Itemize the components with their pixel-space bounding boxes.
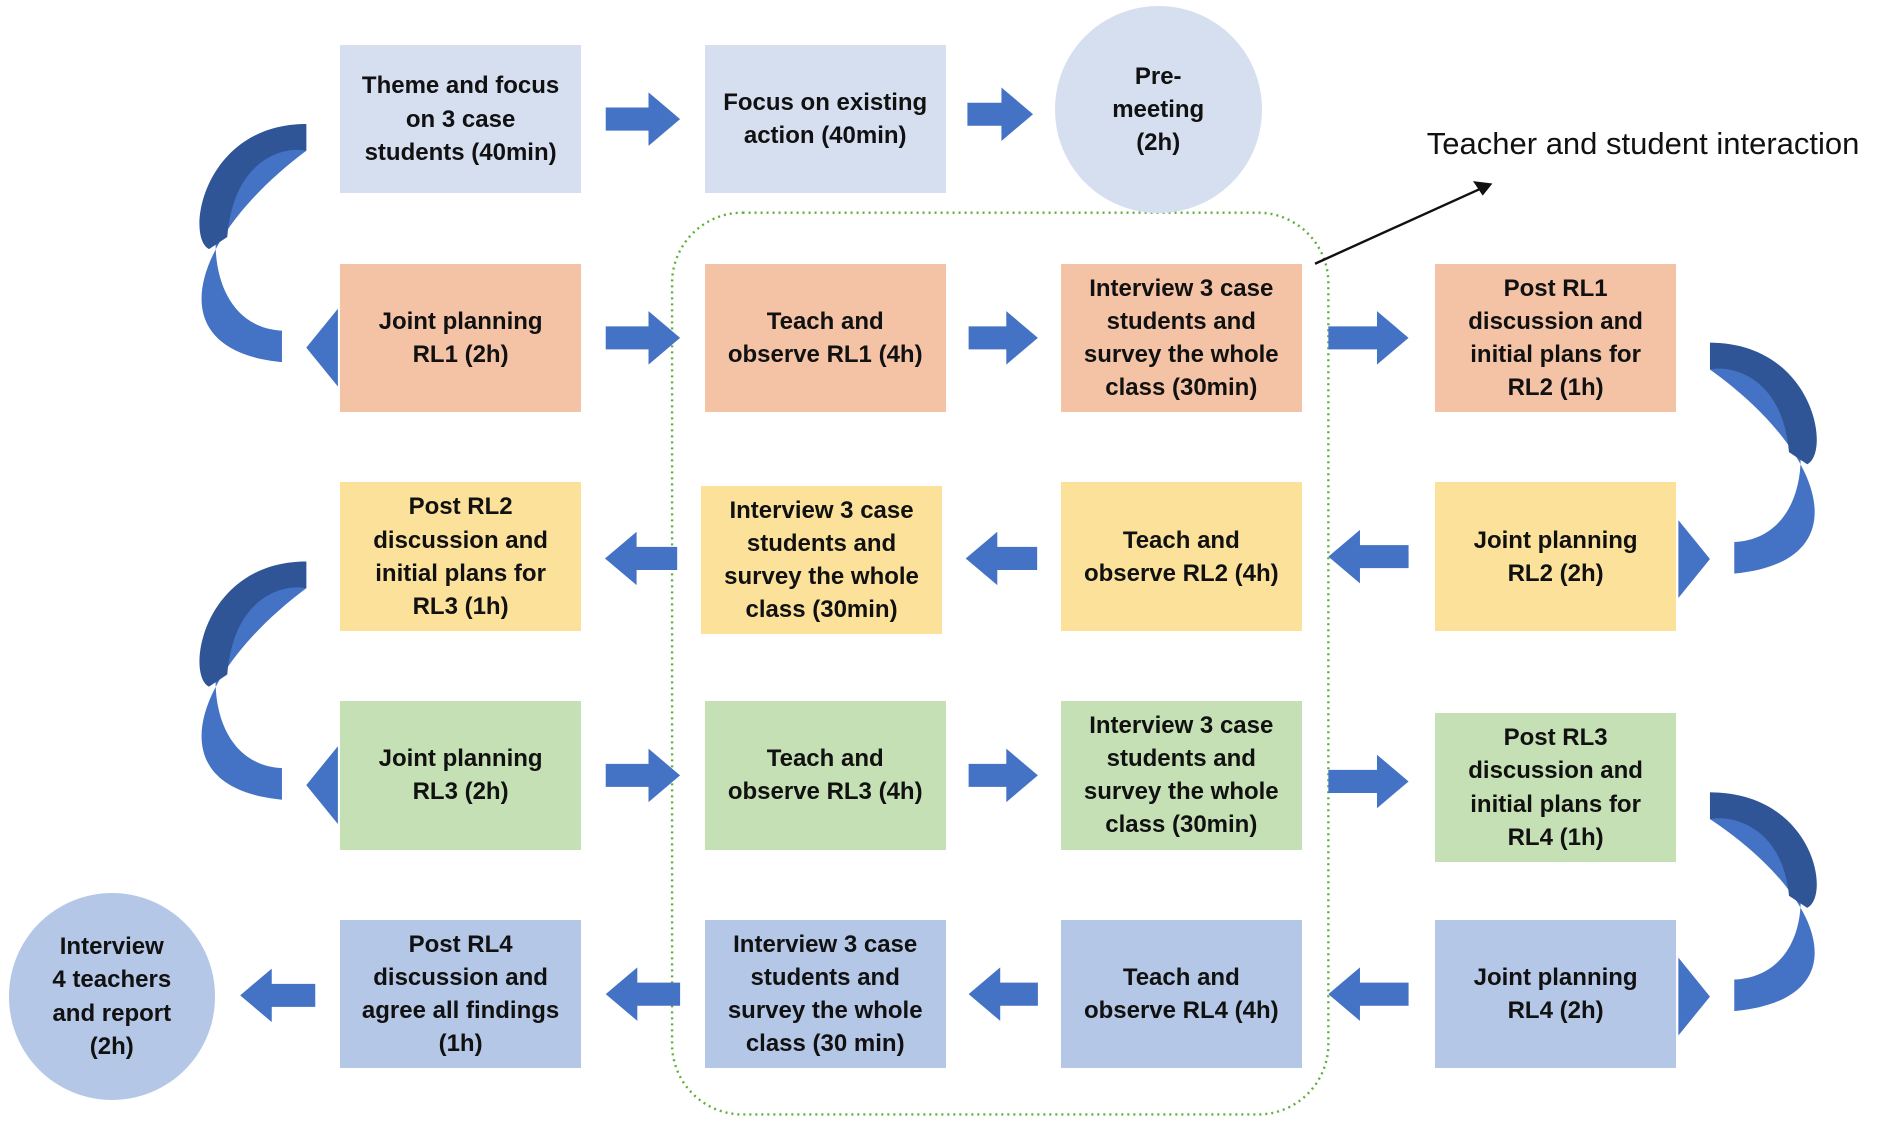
- connector-teach-observe-rl2-to-interview-rl2: [965, 531, 1038, 586]
- connector-post-rl1-to-joint-planning-rl2: [1678, 342, 1817, 598]
- connector-theme-focus-to-joint-planning-rl1: [199, 123, 338, 387]
- node-teach-observe-rl4: Teach and observe RL4 (4h): [1060, 920, 1302, 1069]
- connector-post-rl2-to-joint-planning-rl3: [199, 561, 338, 824]
- connector-theme-focus-to-focus-existing: [605, 92, 681, 146]
- connector-joint-planning-rl2-to-teach-observe-rl2: [1328, 529, 1409, 584]
- node-interview-teachers: Interview 4 teachers and report (2h): [8, 893, 216, 1100]
- connector-joint-planning-rl4-to-teach-observe-rl4: [1328, 967, 1409, 1021]
- annotation-label: Teacher and student interaction: [1426, 126, 1860, 162]
- connector-interview-rl1-to-post-rl1: [1328, 311, 1409, 365]
- connector-interview-rl2-to-post-rl2: [604, 531, 678, 586]
- node-focus-existing: Focus on existing action (40min): [704, 44, 946, 194]
- connector-interview-rl3-to-post-rl3: [1328, 754, 1409, 809]
- node-teach-observe-rl3: Teach and observe RL3 (4h): [704, 701, 946, 850]
- node-interview-rl4: Interview 3 case students and survey the…: [704, 920, 946, 1069]
- connector-focus-existing-to-pre-meeting: [967, 87, 1034, 141]
- node-post-rl1: Post RL1 discussion and initial plans fo…: [1435, 263, 1676, 412]
- connector-post-rl4-to-interview-teachers: [240, 968, 316, 1023]
- connector-interview-rl4-to-post-rl4: [605, 967, 681, 1021]
- node-teach-observe-rl2: Teach and observe RL2 (4h): [1060, 482, 1302, 631]
- connector-joint-planning-rl3-to-teach-observe-rl3: [605, 748, 681, 803]
- node-interview-rl3: Interview 3 case students and survey the…: [1060, 701, 1302, 850]
- interaction-group-outline: [670, 211, 1330, 1116]
- node-joint-planning-rl1: Joint planning RL1 (2h): [340, 263, 581, 412]
- node-interview-rl1: Interview 3 case students and survey the…: [1060, 263, 1302, 412]
- node-joint-planning-rl2: Joint planning RL2 (2h): [1435, 482, 1676, 631]
- node-joint-planning-rl3: Joint planning RL3 (2h): [340, 701, 581, 850]
- node-post-rl3: Post RL3 discussion and initial plans fo…: [1435, 713, 1676, 862]
- node-joint-planning-rl4: Joint planning RL4 (2h): [1435, 920, 1676, 1069]
- connector-teach-observe-rl3-to-interview-rl3: [968, 748, 1038, 803]
- connector-teach-observe-rl4-to-interview-rl4: [968, 967, 1038, 1021]
- connector-joint-planning-rl1-to-teach-observe-rl1: [605, 311, 681, 365]
- node-pre-meeting: Pre- meeting (2h): [1054, 6, 1262, 213]
- node-theme-focus: Theme and focus on 3 case students (40mi…: [340, 44, 581, 194]
- node-post-rl2: Post RL2 discussion and initial plans fo…: [340, 482, 581, 631]
- node-interview-rl2: Interview 3 case students and survey the…: [701, 486, 942, 635]
- annotation-pointer-line: [1314, 186, 1485, 265]
- connector-teach-observe-rl1-to-interview-rl1: [968, 311, 1038, 365]
- connector-post-rl3-to-joint-planning-rl4: [1678, 792, 1817, 1036]
- node-teach-observe-rl1: Teach and observe RL1 (4h): [704, 263, 946, 412]
- node-post-rl4: Post RL4 discussion and agree all findin…: [340, 920, 581, 1069]
- arrow-icon: [1472, 181, 1493, 196]
